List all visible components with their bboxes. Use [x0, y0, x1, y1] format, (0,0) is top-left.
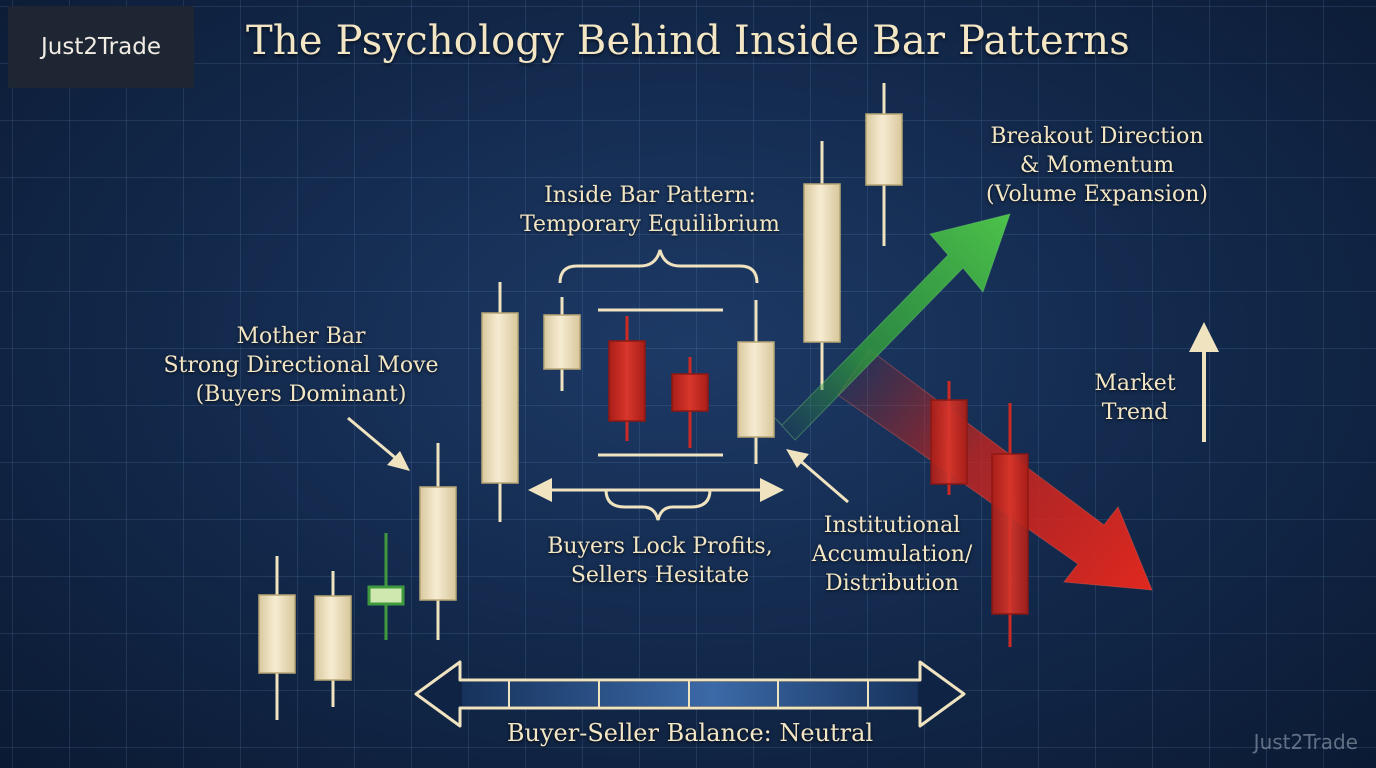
brand-logo: Just2Trade: [8, 6, 194, 88]
inside-bar-label: Inside Bar Pattern: Temporary Equilibriu…: [520, 183, 780, 237]
institutional-pointer-arrow: [786, 449, 849, 504]
watermark: Just2Trade: [1253, 730, 1358, 754]
candle-5: [481, 282, 519, 522]
candle-4-mother-bar: [419, 443, 457, 640]
candle-13: [991, 403, 1029, 647]
brand-logo-text: Just2Trade: [41, 34, 161, 60]
candle-6: [543, 297, 581, 391]
buyers-lock-double-arrow: [528, 478, 784, 521]
breakout-label: Breakout Direction & Momentum (Volume Ex…: [986, 124, 1208, 207]
candle-3: [367, 533, 405, 640]
candle-7: [608, 316, 646, 441]
inside-bar-brace: [558, 249, 759, 284]
market-trend-arrow: [1189, 322, 1219, 442]
institutional-label: Institutional Accumulation/ Distribution: [811, 513, 973, 596]
candle-8: [671, 357, 709, 448]
balance-meter: [414, 660, 966, 728]
page-title: The Psychology Behind Inside Bar Pattern…: [246, 18, 1130, 64]
candle-10: [803, 141, 841, 390]
candle-11: [865, 83, 903, 246]
buyers-lock-label: Buyers Lock Profits, Sellers Hesitate: [547, 534, 773, 588]
market-trend-label: Market Trend: [1094, 371, 1176, 425]
candle-12: [930, 381, 968, 495]
bullish-breakout-arrow: [774, 213, 1011, 441]
candlestick-chart: [258, 83, 903, 720]
mother-bar-label: Mother Bar Strong Directional Move (Buye…: [163, 324, 439, 407]
candle-9: [737, 300, 775, 464]
candle-2: [314, 571, 352, 707]
mother-bar-pointer-arrow: [347, 416, 410, 471]
balance-label: Buyer-Seller Balance: Neutral: [506, 719, 874, 747]
candle-1: [258, 556, 296, 720]
